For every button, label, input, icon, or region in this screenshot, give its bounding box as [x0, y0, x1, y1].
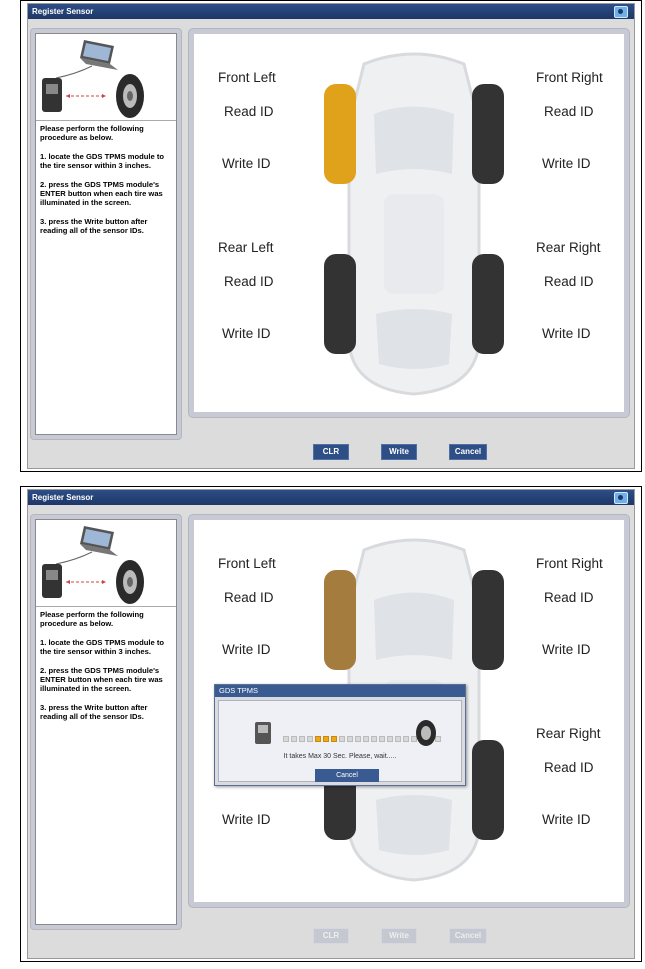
gds-tpms-dialog: GDS TPMS It takes Max 30 Sec. Please, wa…	[214, 684, 466, 786]
window-title: Register Sensor	[32, 7, 94, 16]
progress-dot	[355, 736, 361, 742]
rear-left-write-id: Write ID	[222, 812, 271, 827]
tire-icon	[116, 74, 144, 118]
rear-right-tire	[472, 740, 504, 840]
dialog-title: GDS TPMS	[215, 685, 465, 697]
procedure-step-2: 2. press the GDS TPMS module's ENTER but…	[40, 179, 163, 208]
front-left-write-id: Write ID	[222, 156, 271, 171]
progress-dot	[371, 736, 377, 742]
dialog-message: It takes Max 30 Sec. Please, wait.....	[283, 753, 397, 760]
progress-dot	[339, 736, 345, 742]
front-left-tire	[324, 570, 356, 670]
rear-right-write-id: Write ID	[542, 326, 591, 341]
dialog-cancel-button[interactable]: Cancel	[315, 769, 379, 782]
progress-dot	[283, 736, 289, 742]
progress-dot	[323, 736, 329, 742]
instructions-panel: Please perform the following procedure a…	[30, 28, 182, 440]
tpms-illustration	[36, 34, 176, 121]
tpms-illustration	[36, 520, 176, 607]
rear-left-label: Rear Left	[218, 240, 274, 255]
camera-icon[interactable]	[614, 492, 628, 504]
rear-right-read-id: Read ID	[544, 274, 594, 289]
window-title: Register Sensor	[32, 493, 94, 502]
procedure-step-1: 1. locate the GDS TPMS module to the tir…	[40, 637, 165, 657]
front-right-read-id: Read ID	[544, 590, 594, 605]
cancel-button[interactable]: Cancel	[449, 444, 487, 460]
rear-right-write-id: Write ID	[542, 812, 591, 827]
procedure-text: Please perform the following procedure a…	[40, 610, 173, 731]
window-title-bar: Register Sensor	[28, 490, 634, 505]
front-right-write-id: Write ID	[542, 156, 591, 171]
procedure-step-2: 2. press the GDS TPMS module's ENTER but…	[40, 665, 163, 694]
write-button[interactable]: Write	[381, 928, 417, 944]
front-left-write-id: Write ID	[222, 642, 271, 657]
procedure-step-3: 3. press the Write button after reading …	[40, 702, 148, 722]
progress-dot	[331, 736, 337, 742]
front-left-read-id: Read ID	[224, 590, 274, 605]
progress-dot	[387, 736, 393, 742]
front-right-tire	[472, 84, 504, 184]
register-sensor-window: Register Sensor	[27, 3, 635, 469]
clr-button[interactable]: CLR	[313, 928, 349, 944]
tpms-tool-icon	[255, 722, 271, 744]
tpms-tool-icon	[42, 564, 62, 598]
instructions-panel: Please perform the following procedure a…	[30, 514, 182, 930]
front-right-read-id: Read ID	[544, 104, 594, 119]
progress-dot	[299, 736, 305, 742]
procedure-text: Please perform the following procedure a…	[40, 124, 173, 245]
progress-dot	[411, 736, 417, 742]
clr-button[interactable]: CLR	[313, 444, 349, 460]
rear-right-label: Rear Right	[536, 240, 601, 255]
progress-dot	[307, 736, 313, 742]
procedure-intro: Please perform the following procedure a…	[40, 610, 144, 629]
procedure-intro: Please perform the following procedure a…	[40, 124, 144, 143]
register-sensor-window: Register Sensor	[27, 489, 635, 959]
front-left-label: Front Left	[218, 70, 276, 85]
rear-left-read-id: Read ID	[224, 274, 274, 289]
front-right-label: Front Right	[536, 556, 603, 571]
laptop-icon	[80, 526, 118, 556]
tire-icon	[116, 560, 144, 604]
front-right-label: Front Right	[536, 70, 603, 85]
car-diagram	[324, 52, 504, 396]
screenshot-bottom: Register Sensor	[20, 486, 642, 962]
tire-status-panel: Front Left Read ID Write ID Front Right …	[188, 28, 630, 418]
rear-left-write-id: Write ID	[222, 326, 271, 341]
progress-dot	[291, 736, 297, 742]
tpms-tool-icon	[42, 78, 62, 112]
front-left-read-id: Read ID	[224, 104, 274, 119]
cancel-button[interactable]: Cancel	[449, 928, 487, 944]
screenshot-top: Register Sensor	[20, 0, 642, 472]
write-button[interactable]: Write	[381, 444, 417, 460]
window-title-bar: Register Sensor	[28, 4, 634, 19]
tire-icon	[416, 720, 436, 746]
camera-icon[interactable]	[614, 6, 628, 18]
procedure-step-1: 1. locate the GDS TPMS module to the tir…	[40, 151, 165, 171]
progress-dot	[379, 736, 385, 742]
front-right-tire	[472, 570, 504, 670]
progress-dot	[435, 736, 441, 742]
rear-left-tire	[324, 254, 356, 354]
rear-right-read-id: Read ID	[544, 760, 594, 775]
front-left-label: Front Left	[218, 556, 276, 571]
progress-dot	[315, 736, 321, 742]
progress-dot	[403, 736, 409, 742]
rear-right-label: Rear Right	[536, 726, 601, 741]
front-left-tire	[324, 84, 356, 184]
procedure-step-3: 3. press the Write button after reading …	[40, 216, 148, 236]
front-right-write-id: Write ID	[542, 642, 591, 657]
progress-dot	[395, 736, 401, 742]
progress-dot	[347, 736, 353, 742]
rear-right-tire	[472, 254, 504, 354]
progress-dot	[363, 736, 369, 742]
laptop-icon	[80, 40, 118, 70]
